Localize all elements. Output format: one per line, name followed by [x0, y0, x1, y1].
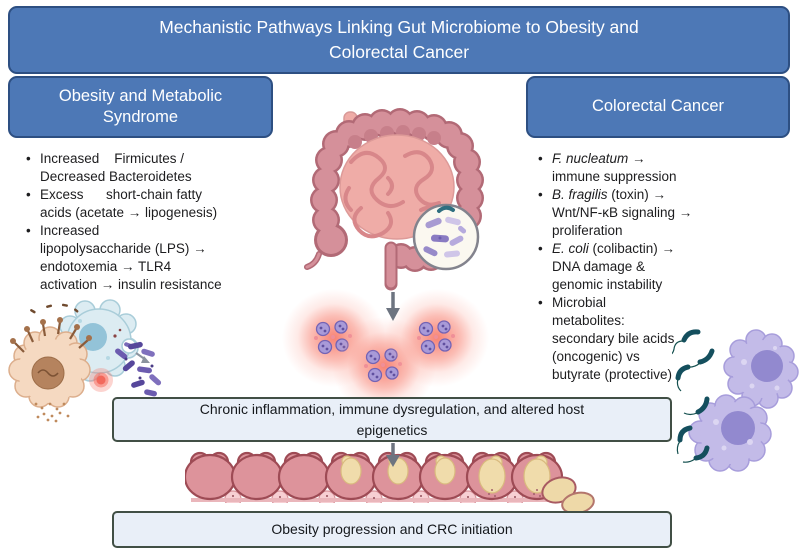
- secreted-specks: [34, 402, 70, 423]
- obesity-bullet-list: Increased Firmicutes / Decreased Bactero…: [24, 150, 286, 294]
- adipocyte-cell: [8, 303, 92, 423]
- bullet-text: (colibactin) → DNA damage & genomic inst…: [552, 241, 676, 292]
- immune-cells-bacteria-illustration: [672, 329, 799, 472]
- adipocyte-macrophage-illustration: [8, 299, 162, 423]
- tlr-receptors: [14, 321, 89, 353]
- colon-polyps-progression-illustration: [185, 451, 595, 514]
- flow-box-chronic-inflammation: Chronic inflammation, immune dysregulati…: [112, 397, 672, 442]
- bullet-text: Microbial metabolites: secondary bile ac…: [552, 295, 675, 382]
- macrophage-cell: [688, 394, 772, 472]
- bullet-item: Increased Firmicutes / Decreased Bactero…: [24, 150, 286, 186]
- bullet-item: Excess short-chain fatty acids (acetate …: [24, 186, 286, 222]
- bullet-item: E. coli (colibactin) → DNA damage & geno…: [536, 240, 780, 294]
- diagram-title: Mechanistic Pathways Linking Gut Microbi…: [8, 6, 790, 74]
- microbiome-inset: [412, 203, 480, 271]
- receptor-heads: [10, 317, 92, 344]
- bullet-item: Microbial metabolites: secondary bile ac…: [536, 294, 780, 384]
- stem-specks: [232, 495, 516, 499]
- bullet-item: Increased lipopolysaccharide (LPS) → end…: [24, 222, 286, 294]
- flagellated-bacteria: [672, 329, 715, 463]
- bullet-species: F. nucleatum: [552, 151, 629, 166]
- floating-ligands: [30, 303, 79, 314]
- bullet-text: Excess short-chain fatty acids (acetate …: [40, 187, 218, 220]
- bullet-item: B. fragilis (toxin) → Wnt/NF-κB signalin…: [536, 186, 780, 240]
- bullet-species: B. fragilis: [552, 187, 608, 202]
- flow-box-obesity-crc: Obesity progression and CRC initiation: [112, 511, 672, 548]
- inflammation-focus: [385, 289, 489, 387]
- bullet-text: (toxin) → Wnt/NF-κB signaling → prolifer…: [552, 187, 693, 238]
- inflammation-dot: [89, 368, 113, 392]
- macrophage-cell: [723, 329, 799, 409]
- heading-colorectal-cancer: Colorectal Cancer: [526, 76, 790, 138]
- down-arrow-icon: [386, 292, 400, 321]
- bullet-text: Increased Firmicutes / Decreased Bactero…: [40, 151, 192, 184]
- gut-illustration: [304, 108, 484, 291]
- heading-obesity-metabolic-syndrome: Obesity and Metabolic Syndrome: [8, 76, 273, 138]
- bullet-species: E. coli: [552, 241, 589, 256]
- macrophage-cell: [57, 299, 150, 382]
- bullet-text: → immune suppression: [552, 151, 677, 184]
- appendix: [304, 251, 322, 270]
- down-arrow-icon: [386, 443, 400, 467]
- bullet-text: Increased lipopolysaccharide (LPS) → end…: [40, 223, 222, 292]
- bacteria-rods: [423, 205, 467, 258]
- purple-bacteria-cluster: [113, 328, 162, 397]
- immune-cell-cluster: [417, 320, 455, 355]
- crc-bullet-list: F. nucleatum → immune suppression B. fra…: [536, 150, 780, 384]
- bullet-item: F. nucleatum → immune suppression: [536, 150, 780, 186]
